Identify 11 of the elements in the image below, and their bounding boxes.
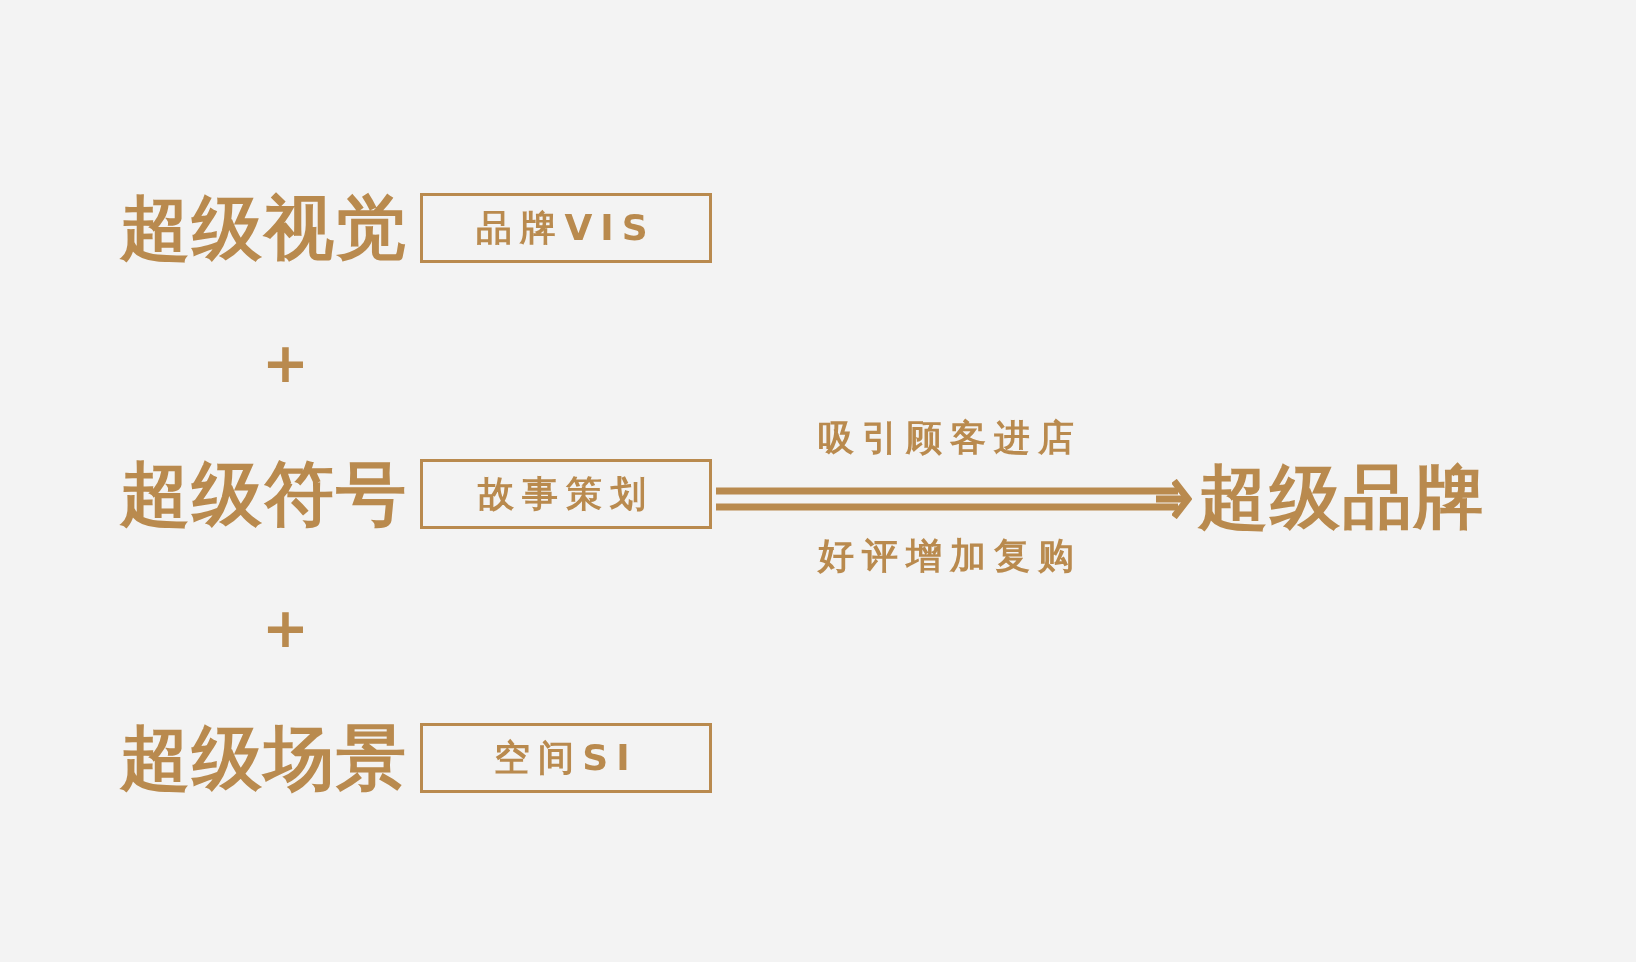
- heading-text: 超级视觉: [120, 193, 408, 263]
- plus-sign: +: [262, 335, 309, 391]
- tag-label: 品牌VIS: [420, 193, 712, 263]
- heading-text: 超级场景: [120, 723, 408, 793]
- note-text: 好评增加复购: [818, 538, 1082, 574]
- plus-sign: +: [262, 600, 309, 656]
- note-text: 吸引顾客进店: [818, 420, 1082, 456]
- heading-text: 超级符号: [120, 459, 408, 529]
- heading-text: 超级品牌: [1198, 462, 1486, 532]
- tag-label: 空间SI: [420, 723, 712, 793]
- tag-label: 故事策划: [420, 459, 712, 529]
